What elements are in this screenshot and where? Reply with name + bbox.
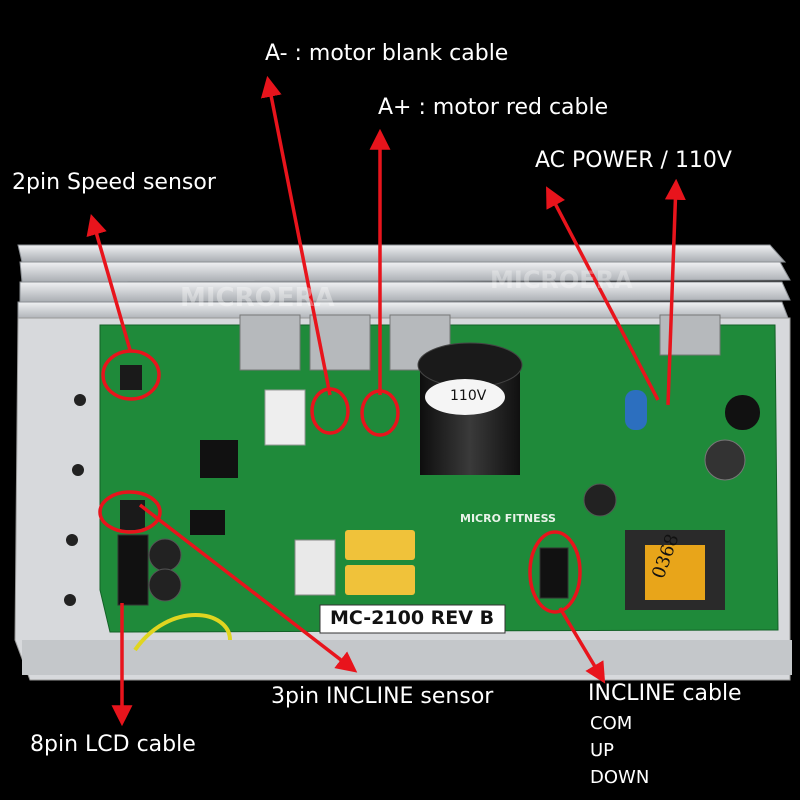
arrow-ac-power-a	[546, 186, 660, 401]
label-motor-red: A+ : motor red cable	[378, 95, 609, 120]
incline-cable-circle	[528, 530, 582, 614]
label-ac-power: AC POWER / 110V	[535, 148, 732, 173]
incline-sensor-circle	[98, 490, 162, 534]
arrow-incline-sensor	[138, 503, 358, 673]
label-speed-sensor: 2pin Speed sensor	[12, 170, 216, 195]
watermark-text: MICROERA	[180, 283, 335, 313]
arrow-speed-sensor	[86, 213, 132, 351]
pcb	[99, 314, 779, 652]
capacitor-voltage: 110V	[450, 388, 487, 404]
arrow-ac-power-b	[664, 178, 686, 406]
label-pin-com: COM	[590, 713, 633, 734]
label-motor-black: A- : motor blank cable	[265, 41, 509, 66]
arrow-incline-cable	[558, 607, 606, 684]
label-incline-cable: INCLINE cable	[588, 681, 742, 706]
motor-red-circle	[360, 389, 400, 437]
model-label: MC-2100 REV B	[330, 607, 495, 629]
speed-sensor-circle	[101, 349, 161, 401]
brand-text: MICRO FITNESS	[460, 512, 556, 525]
watermark-text-2: MICROERA	[490, 266, 633, 294]
label-pin-down: DOWN	[590, 767, 650, 788]
label-incline-sensor: 3pin INCLINE sensor	[271, 684, 494, 709]
label-pin-up: UP	[590, 740, 615, 761]
motor-black-circle	[310, 387, 350, 435]
arrow-motor-black	[260, 75, 332, 396]
label-lcd-cable: 8pin LCD cable	[30, 732, 196, 757]
annotation-arrows	[86, 75, 686, 727]
